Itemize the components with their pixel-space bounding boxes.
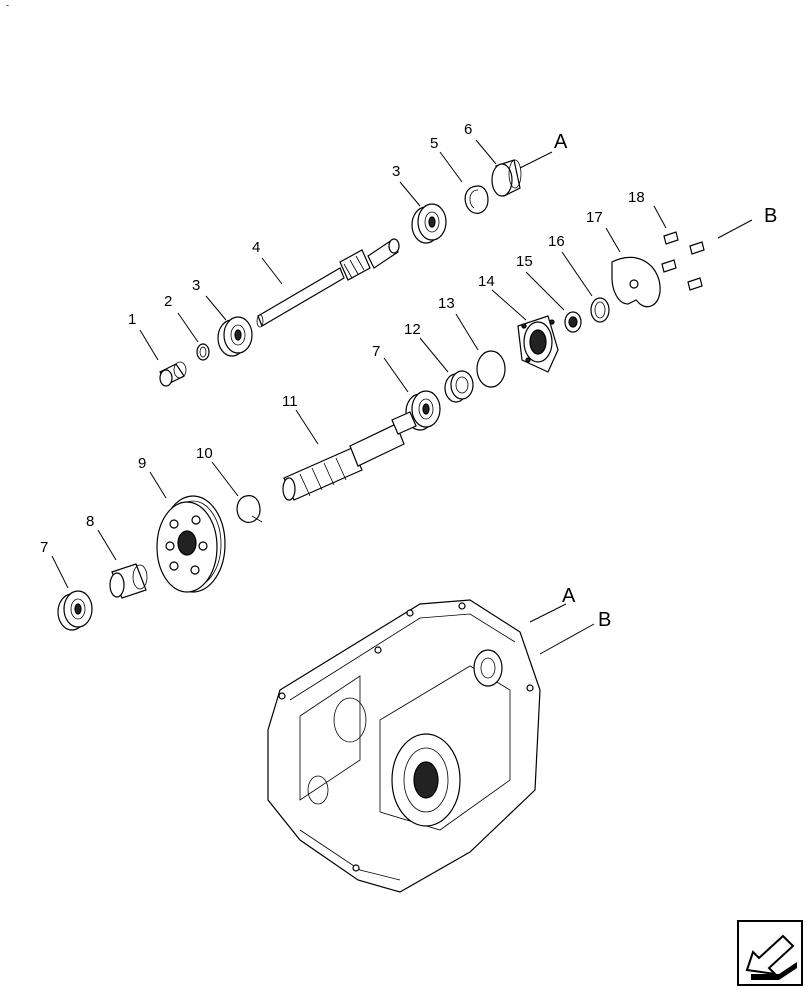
part-14-flange-cover bbox=[517, 315, 559, 373]
callout-16: 16 bbox=[548, 233, 565, 250]
part-5-snap-ring bbox=[464, 185, 489, 214]
callout-10: 10 bbox=[196, 445, 213, 462]
callout-17: 17 bbox=[586, 209, 603, 226]
part-15-seal bbox=[564, 311, 582, 333]
part-16-ring bbox=[590, 297, 610, 323]
part-17-plate bbox=[611, 256, 661, 308]
callout-2: 2 bbox=[164, 293, 172, 310]
transmission-housing bbox=[267, 599, 541, 893]
callout-13: 13 bbox=[438, 295, 455, 312]
ref-letter-b-top: B bbox=[764, 205, 777, 227]
part-6-cup bbox=[491, 159, 522, 197]
part-7-bearing-upper bbox=[405, 390, 441, 431]
callout-1: 1 bbox=[128, 311, 136, 328]
callout-5: 5 bbox=[430, 135, 438, 152]
callout-7-upper: 7 bbox=[372, 343, 380, 360]
callout-12: 12 bbox=[404, 321, 421, 338]
part-1-bushing bbox=[159, 361, 187, 387]
ref-letter-a-housing: A bbox=[562, 585, 576, 607]
ref-letter-b-housing: B bbox=[598, 609, 611, 631]
leader-lines bbox=[51, 139, 753, 655]
navigation-arrow-button[interactable] bbox=[737, 920, 803, 986]
callout-3-upper: 3 bbox=[392, 163, 400, 180]
part-8-bushing bbox=[109, 563, 148, 599]
callout-6: 6 bbox=[464, 121, 472, 138]
callout-4: 4 bbox=[252, 239, 260, 256]
arrow-nav-icon bbox=[745, 934, 797, 980]
part-13-o-ring bbox=[476, 350, 506, 388]
callout-8: 8 bbox=[86, 513, 94, 530]
part-11-shaft bbox=[282, 411, 417, 501]
callout-3-lower: 3 bbox=[192, 277, 200, 294]
callout-14: 14 bbox=[478, 273, 495, 290]
part-10-snap-ring bbox=[236, 495, 263, 523]
part-3-bearing-lower bbox=[217, 316, 253, 357]
callout-15: 15 bbox=[516, 253, 533, 270]
callout-7-lower: 7 bbox=[40, 539, 48, 556]
callout-18: 18 bbox=[628, 189, 645, 206]
callout-11: 11 bbox=[282, 393, 298, 410]
part-3-bearing-upper bbox=[411, 203, 447, 244]
callout-9: 9 bbox=[138, 455, 146, 472]
part-2-snap-ring bbox=[196, 343, 210, 361]
part-9-gear bbox=[156, 495, 226, 593]
part-4-shaft bbox=[256, 238, 400, 328]
part-18-bolts bbox=[661, 231, 705, 291]
part-12-spacer bbox=[444, 370, 474, 403]
corner-mark: - bbox=[6, 0, 9, 10]
ref-letter-a-top: A bbox=[554, 131, 568, 153]
part-7-bearing-lower bbox=[57, 590, 93, 631]
